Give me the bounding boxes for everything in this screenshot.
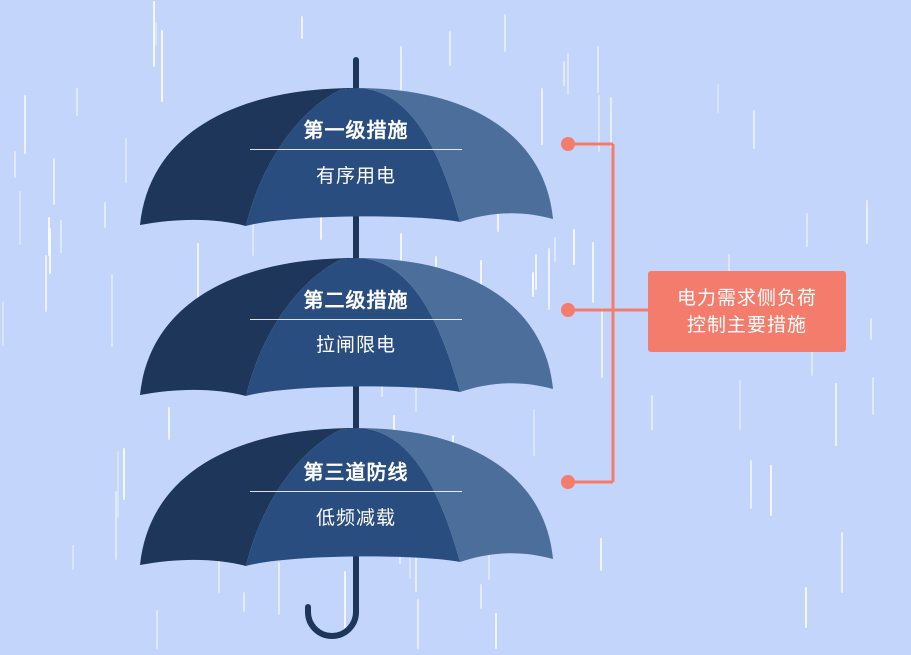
connector-dot-3	[561, 475, 575, 489]
umbrella-3-divider	[250, 491, 462, 492]
umbrella-handle	[305, 597, 359, 639]
umbrella-2-title: 第二级措施	[303, 288, 409, 312]
connector-dot-1	[561, 137, 575, 151]
umbrella-2-subtitle: 拉闸限电	[315, 334, 396, 356]
umbrella-1-subtitle: 有序用电	[315, 165, 396, 187]
umbrella-2-divider	[250, 319, 462, 320]
umbrella-1-title: 第一级措施	[303, 118, 409, 142]
callout-line-1: 电力需求侧负荷	[676, 286, 817, 309]
connector-dot-2	[561, 303, 575, 317]
umbrella-canopy-1	[140, 88, 553, 226]
umbrella-canopy-2	[140, 258, 553, 396]
callout-box: 电力需求侧负荷 控制主要措施	[648, 271, 846, 352]
umbrella-canopy-3	[140, 428, 553, 566]
umbrella-3-title: 第三道防线	[303, 460, 409, 484]
callout-line-2: 控制主要措施	[686, 313, 807, 336]
umbrella-1-divider	[250, 149, 462, 150]
bracket-connector	[568, 142, 648, 484]
umbrella-3-subtitle: 低频减载	[315, 507, 396, 529]
